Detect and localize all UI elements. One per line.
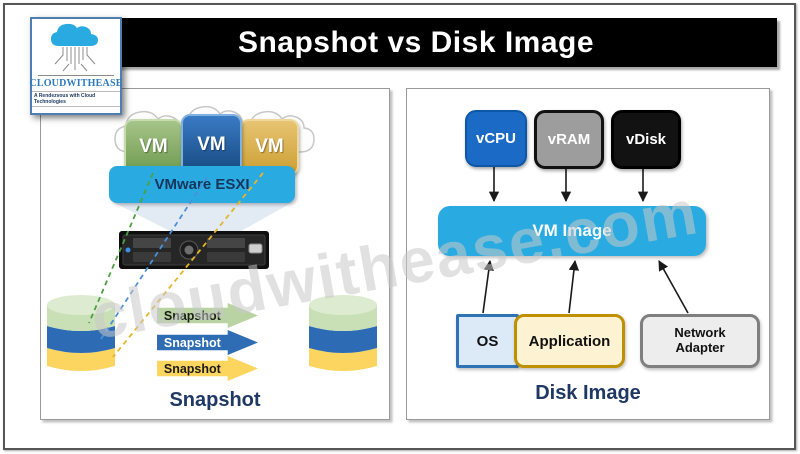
vm-label: VM (197, 134, 226, 155)
snapshot-arrow-yellow: Snapshot (157, 356, 258, 381)
snapshot-arrow-green: Snapshot (157, 303, 258, 328)
vm-label: VM (255, 136, 284, 157)
disk-image-panel-title: Disk Image (535, 382, 641, 404)
snapshot-arrow-label: Snapshot (163, 308, 221, 323)
network-adapter-box: Network Adapter (640, 314, 760, 368)
snapshot-panel: VM VM VM VMware ESXI (40, 88, 390, 420)
vram-box: vRAM (534, 110, 604, 169)
hypervisor-bar: VMware ESXI (109, 166, 295, 203)
network-adapter-label: Network Adapter (674, 325, 726, 355)
application-box: Application (514, 314, 625, 368)
page-title: Snapshot vs Disk Image (237, 25, 595, 59)
logo-divider (38, 75, 114, 76)
vm-image-label: VM Image (532, 221, 612, 240)
vm-box-gold: VM (240, 119, 299, 175)
os-label: OS (476, 332, 499, 350)
brand-name: CLOUDWITHEASE (29, 78, 123, 89)
disk-image-panel: vCPU vRAM vDisk VM Image (406, 88, 770, 420)
snapshot-arrow-label: Snapshot (163, 335, 221, 350)
vdisk-label: vDisk (625, 131, 667, 148)
brand-tagline: A Rendezvous with Cloud Technologies (32, 91, 120, 107)
vdisk-box: vDisk (611, 110, 681, 169)
vm-box-blue: VM (181, 114, 242, 176)
snapshot-panel-title: Snapshot (169, 389, 261, 411)
database-cylinder-icon (309, 295, 377, 371)
vm-image-bar: VM Image (438, 206, 706, 256)
vm-label: VM (139, 136, 168, 157)
snapshot-arrow-blue: Snapshot (157, 330, 258, 355)
server-icon (119, 231, 269, 269)
cloud-icon (51, 23, 98, 72)
title-banner: Snapshot vs Disk Image (55, 18, 777, 67)
application-label: Application (528, 332, 611, 350)
vcpu-label: vCPU (475, 130, 516, 147)
vcpu-box: vCPU (465, 110, 527, 167)
snapshot-arrow-label: Snapshot (163, 361, 221, 376)
os-box: OS (456, 314, 519, 368)
brand-logo: CLOUDWITHEASE A Rendezvous with Cloud Te… (29, 17, 123, 115)
database-cylinder-icon (47, 295, 115, 371)
vram-label: vRAM (547, 131, 591, 148)
hypervisor-label: VMware ESXI (154, 176, 250, 193)
